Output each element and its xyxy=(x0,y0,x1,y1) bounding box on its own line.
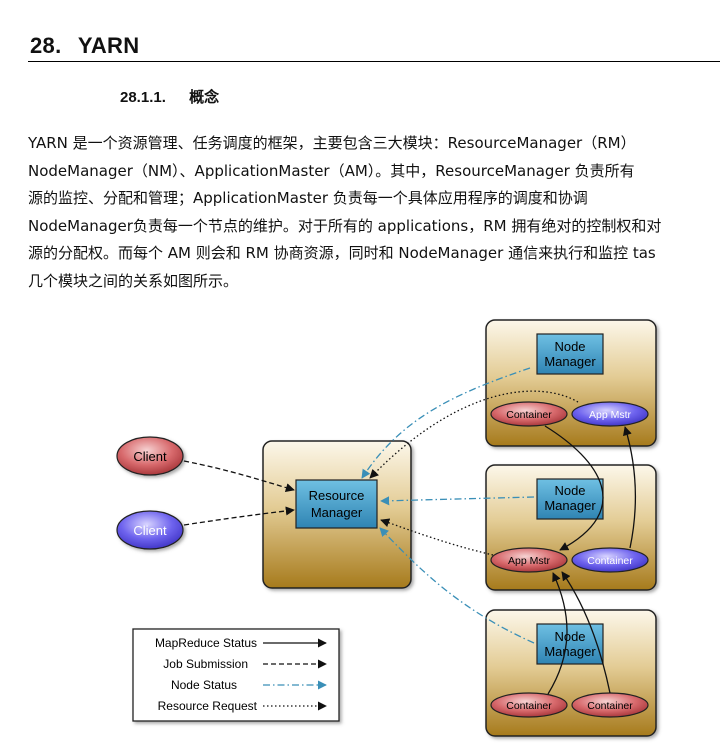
legend-job-submission: Job Submission xyxy=(163,657,248,671)
node-manager-label-1: Node xyxy=(554,483,585,498)
node-box-2: Node Manager App Mstr Container xyxy=(485,464,657,591)
subsection-heading: 28.1.1. 概念 xyxy=(120,86,219,107)
legend-mapreduce-status: MapReduce Status xyxy=(155,636,257,650)
resource-manager-box: Resource Manager xyxy=(262,440,412,589)
container-label: Container xyxy=(587,555,633,567)
node-box-3: Node Manager Container Container xyxy=(485,609,657,737)
section-number: 28. xyxy=(30,33,62,58)
heading-rule xyxy=(28,61,720,62)
container-label: Container xyxy=(506,700,552,712)
legend-resource-request: Resource Request xyxy=(158,699,258,713)
node-manager-label-1: Node xyxy=(554,629,585,644)
app-master-label: App Mstr xyxy=(589,409,632,421)
paragraph-line: NodeManager负责每一个节点的维护。对于所有的 applications… xyxy=(28,216,662,235)
client-2: Client xyxy=(116,510,184,550)
job-submission-arrows xyxy=(183,460,295,526)
subsection-title: 概念 xyxy=(189,88,220,106)
node-manager-label-1: Node xyxy=(554,339,585,354)
container-label: Container xyxy=(587,700,633,712)
resource-manager-label-2: Manager xyxy=(311,505,363,520)
node-box-1: Node Manager Container App Mstr xyxy=(485,319,657,447)
app-master-label: App Mstr xyxy=(508,555,551,567)
client-label: Client xyxy=(133,449,167,464)
legend: MapReduce Status Job Submission Node Sta… xyxy=(132,628,340,722)
section-title: YARN xyxy=(77,33,140,58)
paragraph-line: 源的分配权。而每个 AM 则会和 RM 协商资源，同时和 NodeManager… xyxy=(28,244,656,262)
paragraph-line: YARN 是一个资源管理、任务调度的框架，主要包含三大模块：ResourceMa… xyxy=(28,134,636,152)
legend-node-status: Node Status xyxy=(171,678,237,692)
container-label: Container xyxy=(506,409,552,421)
client-1: Client xyxy=(116,436,184,476)
body-paragraph: YARN 是一个资源管理、任务调度的框架，主要包含三大模块：ResourceMa… xyxy=(28,130,720,295)
mapreduce-status-arrows xyxy=(544,425,637,695)
node-status-arrows xyxy=(361,367,535,644)
node-manager-label-2: Manager xyxy=(544,498,596,513)
node-manager-label-2: Manager xyxy=(544,644,596,659)
client-label: Client xyxy=(133,523,167,538)
paragraph-line: 几个模块之间的关系如图所示。 xyxy=(28,271,239,290)
paragraph-line: NodeManager（NM）、ApplicationMaster（AM）。其中… xyxy=(28,161,635,180)
subsection-number: 28.1.1. xyxy=(120,89,166,106)
paragraph-line: 源的监控、分配和管理；ApplicationMaster 负责每一个具体应用程序… xyxy=(28,189,588,207)
resource-manager-label-1: Resource xyxy=(309,488,365,503)
section-heading: 28. YARN xyxy=(30,33,139,59)
node-manager-label-2: Manager xyxy=(544,354,596,369)
